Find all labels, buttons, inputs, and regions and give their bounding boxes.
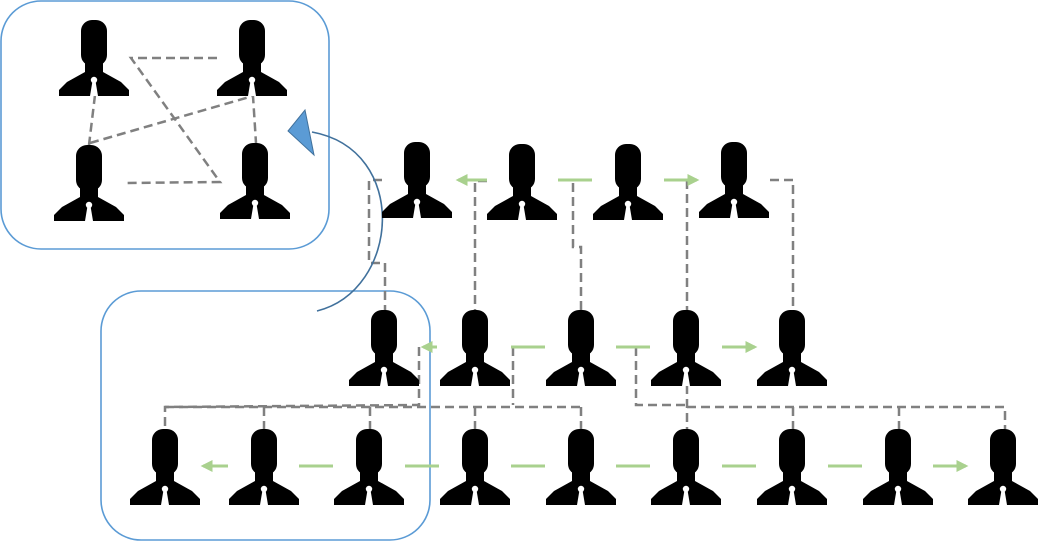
link xyxy=(571,183,583,310)
person-icon xyxy=(440,310,510,386)
person-icon xyxy=(440,429,510,505)
person-icon xyxy=(59,20,129,96)
person-icon xyxy=(382,142,452,218)
link xyxy=(473,179,487,310)
link xyxy=(123,56,223,185)
person-icon xyxy=(651,429,721,505)
group-box-bottom xyxy=(100,290,431,541)
person-icon xyxy=(651,310,721,386)
person-icon xyxy=(757,310,827,386)
person-icon xyxy=(863,429,933,505)
person-icon xyxy=(968,429,1038,505)
persons xyxy=(54,20,1038,505)
group-links xyxy=(87,56,258,185)
person-icon xyxy=(593,144,663,220)
person-icon xyxy=(334,429,404,505)
person-icon xyxy=(54,145,124,221)
person-icon xyxy=(699,142,769,218)
person-icon xyxy=(487,144,557,220)
link xyxy=(89,94,258,145)
curved-arrow xyxy=(311,131,384,312)
person-icon xyxy=(757,429,827,505)
link xyxy=(770,178,795,310)
flow-arrows xyxy=(200,174,969,472)
link xyxy=(87,94,97,146)
person-icon xyxy=(349,310,419,386)
group-box-top xyxy=(0,0,330,250)
person-icon xyxy=(130,429,200,505)
person-icon xyxy=(229,429,299,505)
person-icon xyxy=(220,143,290,219)
person-icon xyxy=(217,20,287,96)
link xyxy=(687,405,1007,429)
hierarchy-links xyxy=(163,178,1007,429)
curved-arrow-head xyxy=(287,108,315,157)
link xyxy=(367,178,387,310)
person-icon xyxy=(546,310,616,386)
link xyxy=(634,347,687,407)
person-icon xyxy=(546,429,616,505)
